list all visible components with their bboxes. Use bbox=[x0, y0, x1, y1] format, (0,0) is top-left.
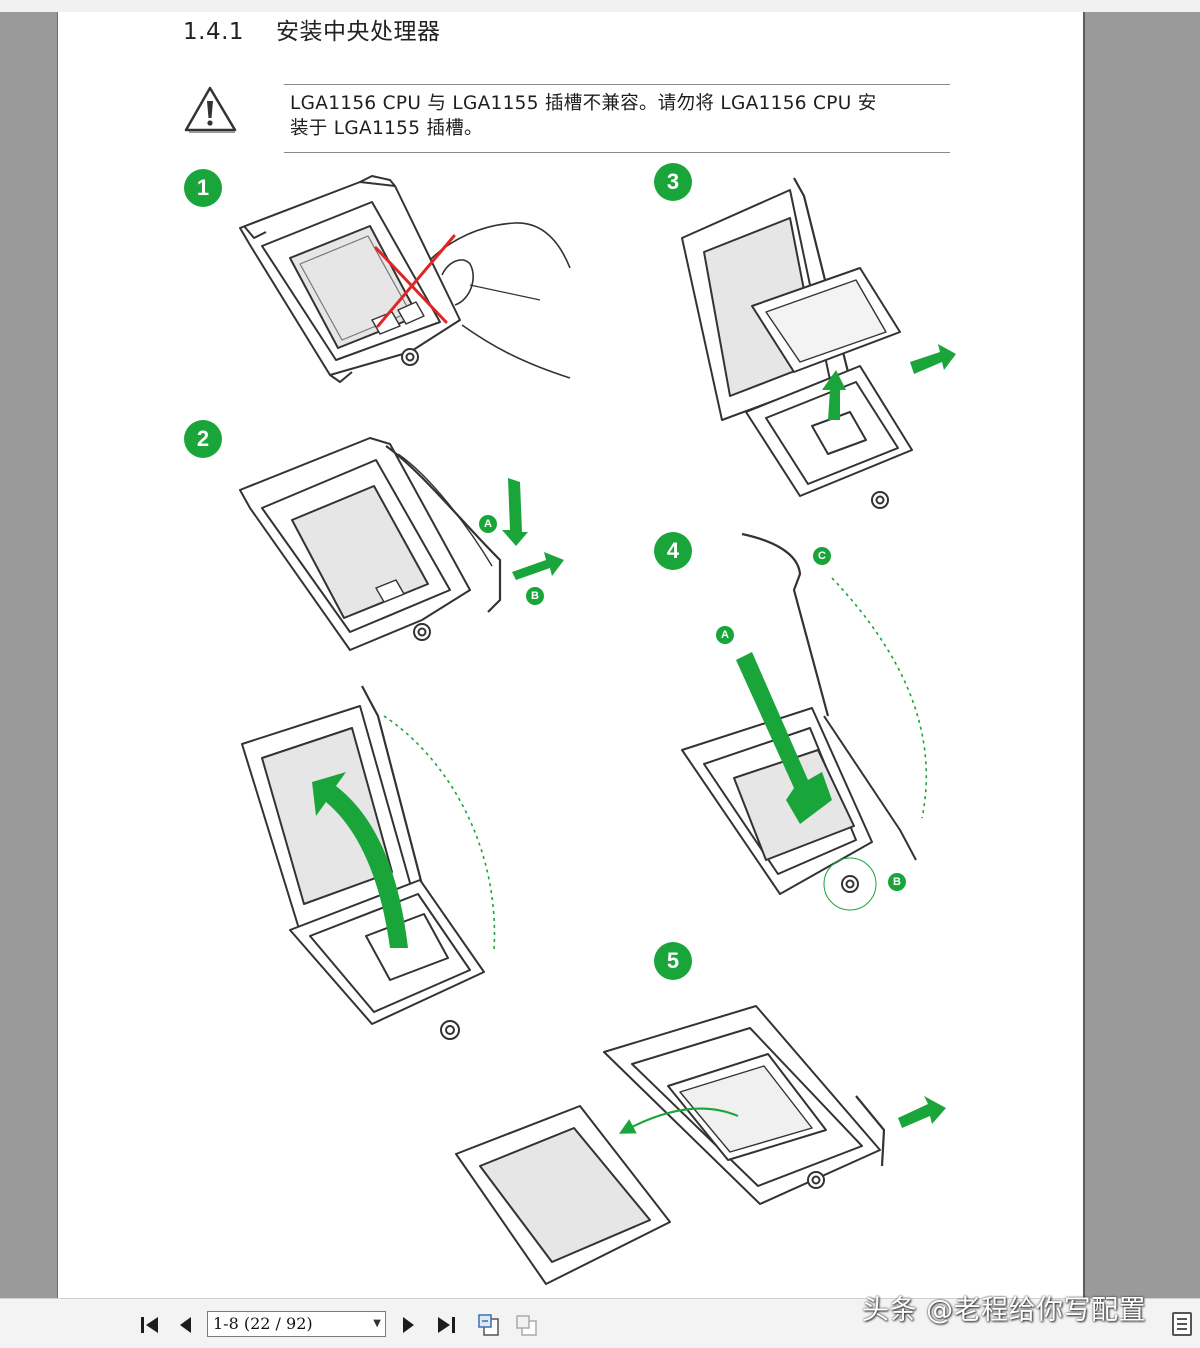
step-5-badge: 5 bbox=[654, 942, 692, 980]
next-page-icon[interactable] bbox=[398, 1313, 418, 1337]
step-2-arrows bbox=[502, 478, 564, 580]
step-3-badge: 3 bbox=[654, 163, 692, 201]
watermark: 头条 @老程给你写配置 bbox=[862, 1295, 1147, 1326]
warning-icon bbox=[184, 86, 237, 133]
step-5-push-arrow bbox=[898, 1096, 946, 1128]
callout-a-step-4: A bbox=[716, 626, 734, 644]
step-4-badge: 4 bbox=[654, 532, 692, 570]
figure-step-1 bbox=[239, 175, 571, 383]
red-cross-mark bbox=[374, 234, 456, 328]
warning-line-2: 装于 LGA1155 插槽。 bbox=[290, 118, 483, 139]
chevron-down-icon[interactable]: ▼ bbox=[373, 1318, 381, 1329]
callout-b-step-2: B bbox=[526, 587, 544, 605]
installation-illustrations bbox=[239, 175, 956, 1285]
first-page-icon[interactable] bbox=[138, 1313, 162, 1337]
document-viewer: 1.4.1 安装中央处理器 LGA1156 CPU 与 LGA1155 插槽不兼容… bbox=[0, 0, 1200, 1298]
step-2b-lift-arrow bbox=[312, 772, 408, 948]
go-forward-view-icon[interactable] bbox=[514, 1313, 540, 1337]
section-heading: 1.4.1 安装中央处理器 bbox=[183, 12, 441, 46]
section-number: 1.4.1 bbox=[183, 19, 245, 45]
note-divider-bottom bbox=[284, 152, 950, 153]
section-title: 安装中央处理器 bbox=[276, 19, 441, 45]
go-back-view-icon[interactable] bbox=[476, 1313, 502, 1337]
previous-page-icon[interactable] bbox=[176, 1313, 196, 1337]
figure-step-2b bbox=[241, 685, 485, 1040]
callout-a-step-2: A bbox=[479, 515, 497, 533]
figure-step-5 bbox=[455, 1005, 886, 1285]
figure-step-4 bbox=[681, 532, 917, 911]
page-number-field[interactable]: 1-8 (22 / 92) ▼ bbox=[207, 1311, 386, 1337]
previous-page-edge bbox=[0, 0, 1200, 12]
step-5-remove-arrow bbox=[618, 1107, 739, 1134]
warning-note: LGA1156 CPU 与 LGA1155 插槽不兼容。请勿将 LGA1156 … bbox=[290, 91, 952, 141]
figure-step-2 bbox=[239, 437, 502, 651]
step-4-press-arrow bbox=[736, 652, 832, 824]
step-2-badge: 2 bbox=[184, 420, 222, 458]
step-2b-dotted-path bbox=[383, 715, 496, 951]
callout-b-step-4: B bbox=[888, 873, 906, 891]
step-3-arrows bbox=[822, 344, 956, 420]
document-menu-icon[interactable] bbox=[1172, 1312, 1192, 1336]
warning-line-1: LGA1156 CPU 与 LGA1155 插槽不兼容。请勿将 LGA1156 … bbox=[290, 93, 877, 114]
note-divider-top bbox=[284, 84, 950, 85]
document-page bbox=[57, 12, 1085, 1298]
step-4-dotted-path bbox=[831, 577, 928, 819]
page-number-value: 1-8 (22 / 92) bbox=[213, 1314, 313, 1333]
figure-step-3 bbox=[681, 177, 913, 509]
navigation-toolbar: 1-8 (22 / 92) ▼ bbox=[0, 1298, 1200, 1348]
step-1-badge: 1 bbox=[184, 169, 222, 207]
last-page-icon[interactable] bbox=[434, 1313, 458, 1337]
callout-c-step-4: C bbox=[813, 547, 831, 565]
